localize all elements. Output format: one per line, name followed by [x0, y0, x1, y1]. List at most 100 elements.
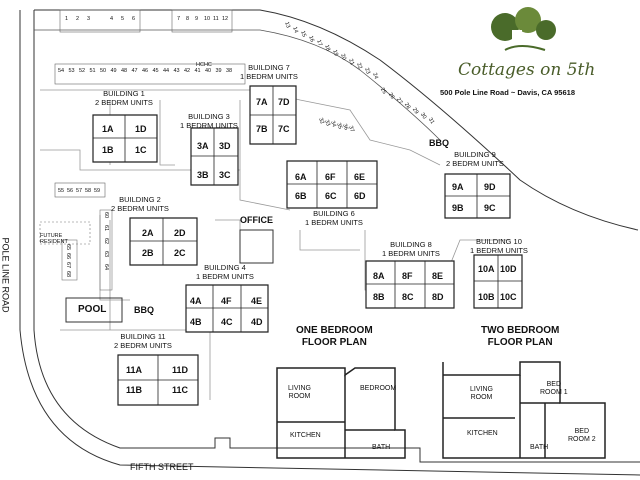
parking-number: 46 — [142, 68, 149, 74]
unit-6e: 6E — [354, 172, 366, 182]
parking-number: 52 — [79, 68, 86, 74]
parking-number: 39 — [215, 68, 222, 74]
unit-9b: 9B — [452, 203, 464, 213]
one-living-room: LIVING ROOM — [288, 385, 311, 400]
parking-number: 38 — [226, 68, 233, 74]
parking-number: 45 — [152, 68, 159, 74]
unit-1d: 1D — [135, 124, 147, 134]
parking-number: 49 — [110, 68, 117, 74]
parking-number: 65 — [65, 243, 72, 251]
unit-8c: 8C — [402, 292, 414, 302]
office-label: OFFICE — [240, 215, 273, 225]
unit-8a: 8A — [373, 271, 385, 281]
unit-10c: 10C — [500, 292, 517, 302]
parking-number: 4 — [110, 16, 114, 22]
unit-2a: 2A — [142, 228, 154, 238]
unit-6c: 6C — [325, 191, 337, 201]
parking-number: 48 — [121, 68, 128, 74]
parking-number: 64 — [103, 263, 110, 271]
parking-number: 11 — [213, 16, 219, 22]
parking-number: 60 — [103, 211, 110, 219]
unit-4a: 4A — [190, 296, 202, 306]
hchc-label: HCHC — [196, 62, 212, 68]
unit-9a: 9A — [452, 182, 464, 192]
unit-2c: 2C — [174, 248, 186, 258]
parking-number: 63 — [103, 250, 110, 258]
pole-line-road: POLE LINE ROAD — [0, 237, 11, 313]
two-kitchen: KITCHEN — [467, 430, 498, 437]
parking-number: 40 — [205, 68, 212, 74]
unit-3b: 3B — [197, 170, 209, 180]
unit-4d: 4D — [251, 317, 263, 327]
logo-trees — [491, 7, 556, 51]
unit-8d: 8D — [432, 292, 444, 302]
two-living-room: LIVING ROOM — [470, 386, 493, 401]
one-bath: BATH — [372, 444, 391, 451]
unit-4e: 4E — [251, 296, 263, 306]
unit-3c: 3C — [219, 170, 231, 180]
unit-1b: 1B — [102, 145, 114, 155]
fifth-street: FIFTH STREET — [130, 462, 194, 472]
parking-number: 9 — [195, 16, 199, 22]
unit-9d: 9D — [484, 182, 496, 192]
parking-number: 59 — [94, 188, 101, 194]
parking-number: 55 — [58, 188, 65, 194]
parking-number: 54 — [58, 68, 65, 74]
parking-number: 50 — [100, 68, 107, 74]
parking-number: 47 — [131, 68, 138, 74]
unit-7b: 7B — [256, 124, 268, 134]
brand-address: 500 Pole Line Road ~ Davis, CA 95618 — [440, 88, 575, 97]
parking-number: 66 — [65, 252, 72, 260]
parking-number: 3 — [87, 16, 91, 22]
unit-4c: 4C — [221, 317, 233, 327]
unit-7a: 7A — [256, 97, 268, 107]
parking-number: 7 — [177, 16, 181, 22]
unit-11d: 11D — [172, 365, 189, 375]
parking-number: 44 — [163, 68, 170, 74]
parking-number: 10 — [204, 16, 211, 22]
bbq-label-east: BBQ — [429, 138, 449, 148]
unit-2d: 2D — [174, 228, 186, 238]
one-bedroom-room: BEDROOM — [360, 385, 397, 392]
unit-4f: 4F — [221, 296, 232, 306]
parking-number: 1 — [65, 16, 69, 22]
unit-10d: 10D — [500, 264, 517, 274]
parking-number: 6 — [132, 16, 136, 22]
parking-number: 62 — [103, 237, 110, 245]
parking-number: 51 — [89, 68, 96, 74]
unit-1a: 1A — [102, 124, 114, 134]
parking-number: 61 — [103, 224, 110, 232]
parking-number: 56 — [67, 188, 74, 194]
unit-4b: 4B — [190, 317, 202, 327]
unit-10b: 10B — [478, 292, 495, 302]
parking-number: 68 — [65, 270, 72, 278]
unit-6f: 6F — [325, 172, 336, 182]
unit-11b: 11B — [126, 385, 143, 395]
one-kitchen: KITCHEN — [290, 432, 321, 439]
brand-name: Cottages on 5th — [458, 60, 596, 80]
parking-number: 43 — [173, 68, 180, 74]
pool-label: POOL — [78, 304, 107, 315]
unit-8f: 8F — [402, 271, 413, 281]
unit-11c: 11C — [172, 385, 189, 395]
parking-number: 8 — [186, 16, 190, 22]
unit-6d: 6D — [354, 191, 366, 201]
unit-8e: 8E — [432, 271, 444, 281]
unit-7c: 7C — [278, 124, 290, 134]
unit-6b: 6B — [295, 191, 307, 201]
parking-number: 41 — [194, 68, 201, 74]
unit-3d: 3D — [219, 141, 231, 151]
unit-8b: 8B — [373, 292, 385, 302]
unit-6a: 6A — [295, 172, 307, 182]
two-bath: BATH — [530, 444, 549, 451]
